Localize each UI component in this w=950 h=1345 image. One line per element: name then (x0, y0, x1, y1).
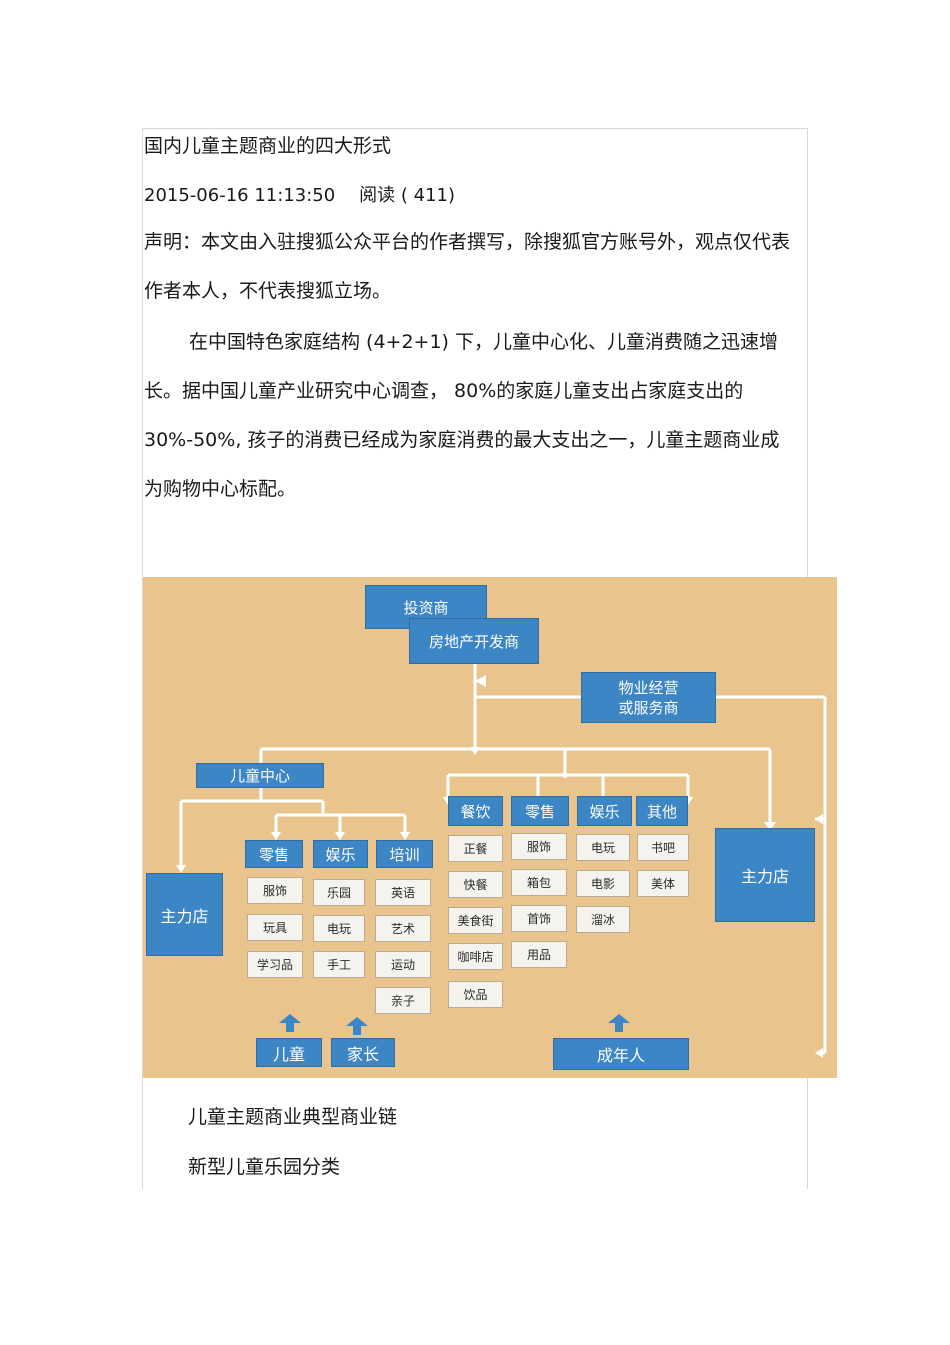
child-arrow-stem (286, 1022, 294, 1032)
adult-dining-item: 咖啡店 (448, 943, 503, 970)
read-count: 阅读 ( 411) (359, 185, 456, 206)
adult-retail-item: 首饰 (511, 905, 567, 932)
adult-other-header: 其他 (636, 796, 688, 826)
adult-arrow-stem (615, 1022, 623, 1032)
operator-line1: 物业经营 (618, 678, 679, 697)
parent-arrow-stem (353, 1025, 361, 1035)
adult-entertainment-item: 电玩 (576, 834, 630, 861)
kids-entertainment-item: 手工 (313, 951, 365, 978)
kids-retail-item: 玩具 (247, 914, 303, 941)
adult-retail-item: 用品 (511, 941, 567, 968)
adult-dining-item: 正餐 (448, 835, 503, 862)
adult-retail-header: 零售 (511, 796, 569, 826)
adult-dining-item: 快餐 (448, 871, 503, 898)
kids-training-item: 艺术 (375, 915, 431, 942)
kids-training-header: 培训 (376, 840, 433, 868)
kids-training-item: 亲子 (375, 987, 431, 1014)
adult-dining-item: 美食街 (448, 907, 503, 934)
kids-entertainment-item: 电玩 (313, 915, 365, 942)
disclaimer-paragraph: 声明：本文由入驻搜狐公众平台的作者撰写，除搜狐官方账号外，观点仅代表作者本人，不… (144, 231, 791, 302)
business-chain-diagram: 投资商 房地产开发商 物业经营 或服务商 儿童中心 主力店 主力店 零售 娱乐 … (143, 577, 837, 1078)
adult-other-item: 美体 (637, 870, 689, 897)
adult-entertainment-item: 溜冰 (576, 906, 630, 933)
kids-retail-item: 学习品 (247, 951, 303, 978)
kids-entertainment-item: 乐园 (313, 879, 365, 906)
child-up-arrow-icon (279, 1014, 301, 1023)
adult-entertainment-header: 娱乐 (577, 796, 632, 826)
adult-retail-item: 箱包 (511, 869, 567, 896)
connector-lines (176, 664, 827, 1058)
intro-paragraph: 在中国特色家庭结构 (4+2+1) 下，儿童中心化、儿童消费随之迅速增长。据中国… (144, 331, 780, 500)
adult-dining-item: 饮品 (448, 981, 503, 1008)
kids-retail-header: 零售 (245, 840, 303, 868)
kids-retail-item: 服饰 (247, 877, 303, 904)
adult-dining-header: 餐饮 (448, 796, 503, 826)
adult-up-arrow-icon (608, 1014, 630, 1023)
developer-box: 房地产开发商 (409, 618, 539, 664)
anchor-store-left: 主力店 (146, 873, 223, 956)
operator-line2: 或服务商 (618, 698, 679, 717)
parent-up-arrow-icon (346, 1017, 368, 1026)
child-audience-box: 儿童 (256, 1038, 322, 1067)
kids-center-box: 儿童中心 (196, 763, 324, 788)
operator-box: 物业经营 或服务商 (581, 672, 716, 723)
kids-training-item: 英语 (375, 879, 431, 906)
parent-audience-box: 家长 (331, 1038, 395, 1067)
kids-entertainment-header: 娱乐 (313, 840, 368, 868)
publish-datetime: 2015-06-16 11:13:50 (144, 185, 336, 206)
diagram-caption: 儿童主题商业典型商业链 (188, 1106, 398, 1128)
section-heading: 新型儿童乐园分类 (188, 1156, 341, 1178)
anchor-store-right: 主力店 (715, 828, 815, 922)
adult-other-item: 书吧 (637, 834, 689, 861)
adult-retail-item: 服饰 (511, 833, 567, 860)
article-meta: 2015-06-16 11:13:50 阅读 ( 411) (144, 181, 455, 207)
adult-entertainment-item: 电影 (576, 870, 630, 897)
kids-training-item: 运动 (375, 951, 431, 978)
adult-audience-box: 成年人 (553, 1038, 689, 1070)
article-title: 国内儿童主题商业的四大形式 (144, 135, 392, 157)
